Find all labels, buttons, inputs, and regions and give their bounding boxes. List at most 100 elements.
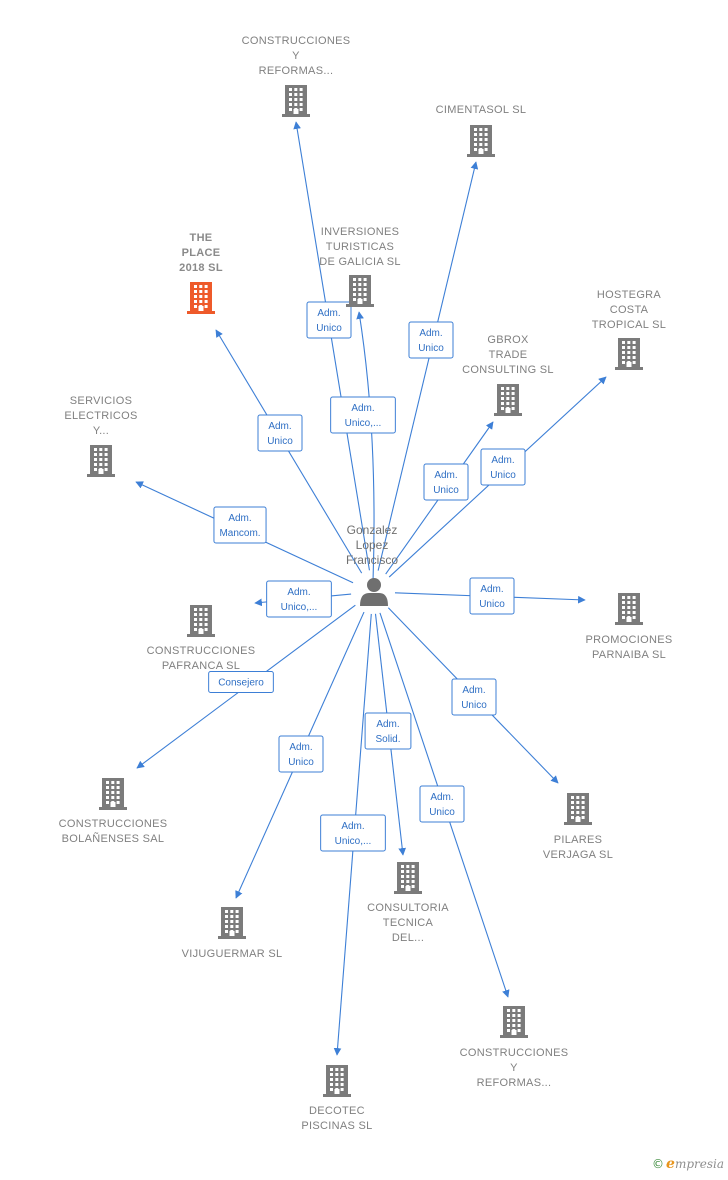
company-node-consultoria-tecnica[interactable]: CONSULTORIATECNICADEL... bbox=[367, 862, 449, 944]
person-name-line: Francisco bbox=[346, 553, 398, 567]
relationship-label[interactable]: Adm. Unico bbox=[408, 321, 454, 359]
person-name-line: Gonzalez bbox=[347, 523, 398, 537]
person-icon bbox=[360, 578, 388, 606]
relationship-role-text: Adm. bbox=[491, 455, 514, 466]
company-node-cimentasol[interactable]: CIMENTASOL SL bbox=[436, 104, 527, 157]
company-name-line: DECOTEC bbox=[309, 1105, 365, 1117]
relationship-label[interactable]: Adm. Unico bbox=[469, 577, 515, 615]
company-node-construcciones-pafranca[interactable]: CONSTRUCCIONES PAFRANCA SL bbox=[147, 605, 256, 672]
relationship-role-text: Adm. bbox=[419, 328, 442, 339]
company-name-line: CONSTRUCCIONES bbox=[147, 645, 256, 657]
company-name-line: CONSTRUCCIONES bbox=[59, 818, 168, 830]
building-icon bbox=[99, 778, 127, 810]
company-name-line: TRADE bbox=[489, 349, 528, 361]
company-name-line: PLACE bbox=[182, 247, 221, 259]
company-name-line: PROMOCIONES bbox=[585, 634, 672, 646]
relationship-role-text: Adm. bbox=[434, 470, 457, 481]
relationship-label[interactable]: Adm. Unico bbox=[451, 678, 497, 716]
relationship-role-text: Unico bbox=[418, 343, 444, 354]
relationship-label[interactable]: Adm. Unico,... bbox=[266, 580, 332, 618]
relationship-role-text: Solid. bbox=[375, 734, 400, 745]
relationship-role-text: Adm. bbox=[462, 685, 485, 696]
relationship-edge-cimentasol bbox=[377, 161, 479, 571]
company-name-line: PILARES bbox=[554, 834, 603, 846]
relationship-role-text: Unico bbox=[267, 436, 293, 447]
company-node-vijuguermar[interactable]: VIJUGUERMAR SL bbox=[182, 907, 283, 960]
relationship-label[interactable]: Adm.Unico bbox=[480, 448, 526, 486]
building-icon bbox=[218, 907, 246, 939]
company-name-line: SERVICIOS bbox=[70, 395, 132, 407]
company-name-line: REFORMAS... bbox=[259, 65, 334, 77]
building-icon bbox=[467, 125, 495, 157]
company-name-line: REFORMAS... bbox=[477, 1077, 552, 1089]
building-icon bbox=[323, 1065, 351, 1097]
company-node-promociones-parnaiba[interactable]: PROMOCIONES PARNAIBA SL bbox=[585, 593, 672, 661]
relationship-label[interactable]: Adm. Unico,... bbox=[330, 396, 396, 434]
relationship-role-text: Adm. bbox=[430, 792, 453, 803]
building-icon bbox=[564, 793, 592, 825]
relationship-role-text: Mancom. bbox=[219, 528, 260, 539]
company-name-line: TURISTICAS bbox=[326, 241, 394, 253]
relationship-role-text: Unico bbox=[316, 323, 342, 334]
company-name-line: CONSULTORIA bbox=[367, 902, 449, 914]
relationship-label[interactable]: Adm.Mancom. bbox=[213, 506, 267, 544]
company-name-line: VIJUGUERMAR SL bbox=[182, 948, 283, 960]
person-name-line: Lopez bbox=[356, 538, 389, 552]
company-node-construcciones-y-reformas-bottom[interactable]: CONSTRUCCIONES Y REFORMAS... bbox=[460, 1006, 569, 1089]
company-name-line: CONSTRUCCIONES bbox=[460, 1047, 569, 1059]
relationship-role-text: Unico bbox=[479, 599, 505, 610]
company-node-construcciones-bolanenses[interactable]: CONSTRUCCIONES BOLAÑENSES SAL bbox=[59, 778, 168, 845]
company-node-construcciones-y-reformas-top[interactable]: CONSTRUCCIONES Y REFORMAS... bbox=[242, 35, 351, 117]
company-name-line: Y bbox=[510, 1062, 518, 1074]
company-name-line: GBROX bbox=[487, 334, 529, 346]
company-name-line: PARNAIBA SL bbox=[592, 649, 666, 661]
company-name-line: BOLAÑENSES SAL bbox=[62, 832, 165, 845]
relationship-role-text: Adm. bbox=[287, 587, 310, 598]
relationship-role-text: Adm. bbox=[376, 719, 399, 730]
relationship-label[interactable]: Adm.Unico bbox=[423, 463, 469, 501]
company-node-servicios-electricos[interactable]: SERVICIOSELECTRICOSY... bbox=[64, 395, 137, 477]
brand-logo-initial: e bbox=[666, 1156, 675, 1172]
relationship-role-text: Adm. bbox=[351, 403, 374, 414]
building-icon bbox=[500, 1006, 528, 1038]
relationship-label[interactable]: Consejero bbox=[208, 671, 274, 693]
company-name-line: DE GALICIA SL bbox=[319, 256, 401, 268]
company-name-line: PAFRANCA SL bbox=[162, 660, 240, 672]
company-name-line: CONSTRUCCIONES bbox=[242, 35, 351, 47]
relationship-label[interactable]: Adm. Solid. bbox=[364, 712, 412, 750]
relationship-role-text: Unico bbox=[461, 700, 487, 711]
company-name-line: CIMENTASOL SL bbox=[436, 104, 527, 116]
relationship-label[interactable]: Adm.Unico bbox=[278, 735, 324, 773]
relationship-role-text: Consejero bbox=[218, 678, 264, 689]
relationship-role-text: Unico bbox=[288, 757, 314, 768]
company-name-line: DEL... bbox=[392, 932, 424, 944]
building-icon bbox=[394, 862, 422, 894]
relationship-label[interactable]: Adm.Unico,... bbox=[320, 814, 386, 852]
company-name-line: Y... bbox=[93, 425, 109, 437]
relationship-role-text: Unico,... bbox=[281, 602, 318, 613]
copyright-symbol: © bbox=[652, 1157, 665, 1171]
relationship-role-text: Unico bbox=[429, 807, 455, 818]
company-name-line: Y bbox=[292, 50, 300, 62]
relationship-edge-the-place-2018 bbox=[215, 329, 363, 574]
company-name-line: THE bbox=[190, 232, 213, 244]
relationship-role-text: Adm. bbox=[268, 421, 291, 432]
relationship-label[interactable]: Adm.Unico bbox=[306, 301, 352, 339]
company-name-line: TROPICAL SL bbox=[592, 319, 666, 331]
relationship-role-text: Unico,... bbox=[345, 418, 382, 429]
company-name-line: HOSTEGRA bbox=[597, 289, 661, 301]
relationship-label[interactable]: Adm. Unico bbox=[419, 785, 465, 823]
relationship-label[interactable]: Adm. Unico bbox=[257, 414, 303, 452]
relationship-role-text: Adm. bbox=[480, 584, 503, 595]
building-icon bbox=[187, 605, 215, 637]
